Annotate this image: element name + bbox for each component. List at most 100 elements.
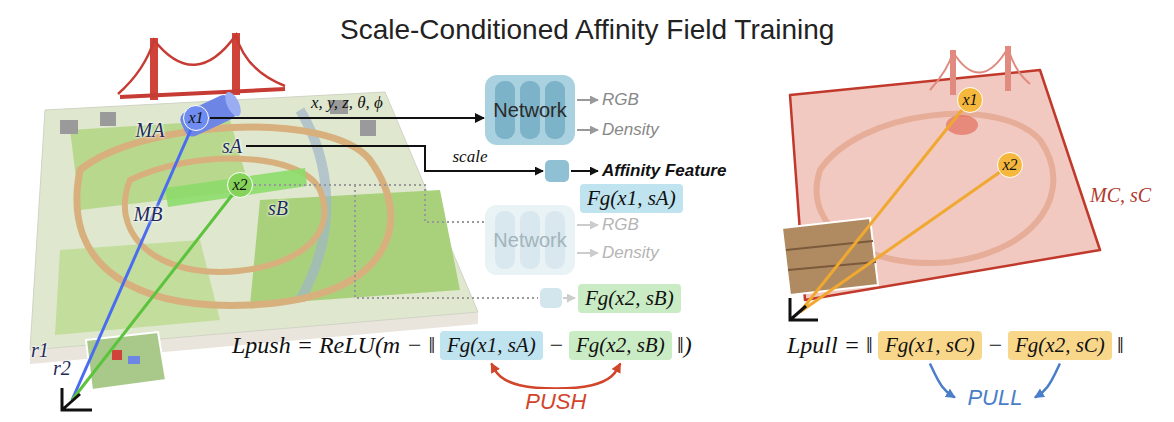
table-top	[30, 92, 478, 350]
affinity-feature-box: Fg(x2, sB)	[578, 284, 681, 313]
formula-term: Fg(x2, sB)	[569, 331, 672, 360]
node-text: Fg(x2, sB)	[585, 286, 674, 311]
point-marker: x2	[997, 152, 1023, 178]
output-arrow	[571, 170, 598, 172]
affinity-head	[540, 288, 562, 308]
bridge	[118, 33, 285, 100]
edge-label-wrap: x, y, z, θ, ϕ	[311, 93, 383, 113]
ray-label: r1	[31, 339, 49, 362]
label-wrap: ‖)	[677, 332, 692, 359]
node-text: x2	[1002, 156, 1017, 174]
grass	[250, 190, 460, 305]
ray	[72, 118, 196, 400]
node-text: x1	[188, 109, 203, 127]
affinity-feature-box: Fg(x1, sA)	[580, 184, 683, 213]
formula-term: Fg(x1, sA)	[440, 331, 543, 360]
label-wrap: Affinity Feature	[602, 161, 726, 181]
label-wrap: RGB	[602, 90, 639, 110]
output-arrow	[577, 224, 598, 226]
affinity-head	[545, 160, 569, 182]
formula-text: ‖	[1117, 332, 1124, 359]
train-track	[125, 159, 325, 272]
ray	[800, 165, 1010, 312]
image-detail	[112, 350, 122, 360]
label-wrap: MC, sC	[1090, 184, 1151, 207]
node-text: Fg(x2, sB)	[576, 333, 665, 358]
mask-a-cylinder	[178, 90, 244, 139]
output-label: Affinity Feature	[602, 161, 726, 181]
input-label: scale	[453, 147, 488, 167]
ray-label: r2	[53, 357, 71, 380]
node-text: x1	[962, 91, 977, 109]
output-arrow	[563, 297, 575, 299]
ray	[800, 100, 970, 312]
scale-arrow	[246, 146, 543, 171]
bridge-cable	[118, 35, 285, 94]
label-wrap: RGB	[602, 215, 639, 235]
node-text: Fg(x2, sC)	[1015, 333, 1105, 358]
label-wrap: Density	[602, 120, 659, 140]
node-text: Network	[493, 229, 566, 252]
edge-label: x, y, z, θ, ϕ	[311, 93, 383, 113]
label-wrap: MB	[134, 203, 163, 226]
node-text: Network	[493, 99, 566, 122]
label-wrap: r1	[31, 339, 49, 362]
output-label: Density	[602, 243, 659, 263]
edge-label-wrap: PUSH	[522, 389, 589, 415]
house	[100, 112, 116, 126]
label-wrap: PULL	[964, 385, 1025, 411]
formula-term: Fg(x1, sC)	[878, 331, 982, 360]
image-detail	[786, 241, 873, 250]
formula-text: −	[548, 332, 564, 359]
output-label: Density	[602, 120, 659, 140]
point-marker: x1	[183, 105, 209, 131]
image-detail	[128, 356, 140, 364]
pull-arrow	[1035, 364, 1060, 398]
output-arrow	[577, 129, 598, 131]
scale-label: sB	[268, 197, 288, 220]
label-wrap: Lpull = ‖	[787, 332, 873, 359]
output-arrow	[577, 252, 598, 254]
house	[60, 120, 78, 134]
node-text: Fg(x1, sC)	[885, 333, 975, 358]
network-block: Network	[485, 75, 575, 145]
mask-label: MB	[134, 203, 163, 226]
toy-table-right	[782, 46, 1100, 320]
ray	[72, 185, 240, 400]
label-wrap: Density	[602, 243, 659, 263]
camera-symbol	[62, 388, 92, 410]
label-wrap: sB	[268, 197, 288, 220]
connector	[210, 117, 484, 119]
formula-text: −	[987, 332, 1003, 359]
connector	[491, 364, 620, 389]
label-wrap: −	[987, 332, 1003, 359]
title-wrap: Scale-Conditioned Affinity Field Trainin…	[340, 14, 834, 46]
network-block: Network	[485, 205, 575, 275]
edge-label: PUSH	[522, 389, 589, 415]
bridge-deck	[120, 89, 285, 97]
label-wrap: sA	[222, 135, 242, 158]
formula-text: Lpush = ReLU(m − ‖	[232, 332, 435, 359]
output-label: RGB	[602, 215, 639, 235]
connector	[254, 185, 484, 222]
label-wrap: r2	[53, 357, 71, 380]
formula-text: ‖)	[677, 332, 692, 359]
pull-arrow	[930, 364, 955, 398]
formula-term: Fg(x2, sC)	[1008, 331, 1112, 360]
toy-table-left	[30, 33, 478, 410]
title: Scale-Conditioned Affinity Field Trainin…	[340, 14, 834, 46]
output-label: RGB	[602, 90, 639, 110]
camera-image	[782, 218, 878, 295]
scale-label: sA	[222, 135, 242, 158]
label-wrap: Lpush = ReLU(m − ‖	[232, 332, 435, 359]
point-marker: x2	[227, 172, 253, 198]
node-text: Fg(x1, sA)	[587, 186, 676, 211]
house	[360, 120, 376, 136]
label-wrap: scale	[453, 147, 488, 167]
formula-text: Lpull = ‖	[787, 332, 873, 359]
node-text: x2	[232, 176, 247, 194]
node-text: Fg(x1, sA)	[447, 333, 536, 358]
label-wrap: −	[548, 332, 564, 359]
